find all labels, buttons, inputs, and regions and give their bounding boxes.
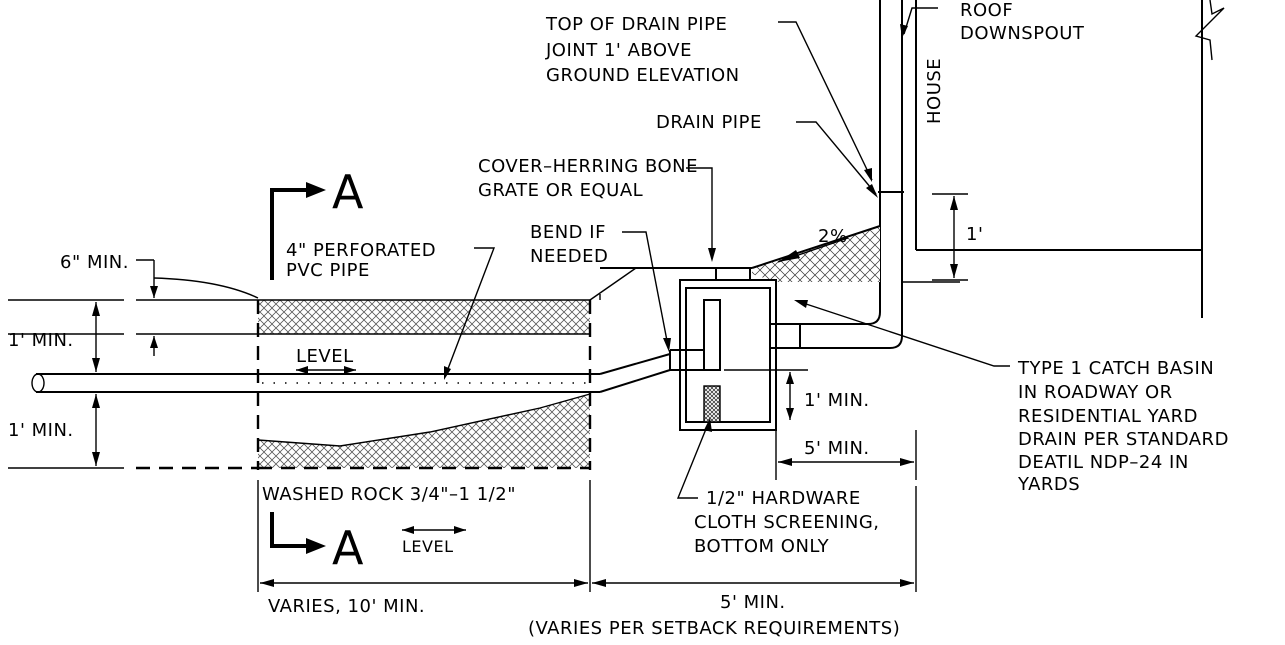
label-perforated-1: 4" PERFORATED [286,240,436,261]
leader-lines [444,7,1010,499]
label-catch-2: IN ROADWAY OR [1018,382,1173,403]
basin-dimension [724,369,917,480]
catch-basin [600,267,801,431]
label-five-min-basin: 5' MIN. [804,438,870,459]
label-cover-1: COVER–HERRING BONE [478,156,698,177]
label-roof-2: DOWNSPOUT [960,23,1085,44]
label-slope: 2% [818,226,848,247]
label-level-lower: LEVEL [402,537,454,556]
label-house: HOUSE [924,58,945,124]
label-basin-one-min: 1' MIN. [804,390,870,411]
label-bend-2: NEEDED [530,246,608,267]
label-one-min-upper: 1' MIN. [8,330,74,351]
label-catch-3: RESIDENTIAL YARD [1018,406,1198,427]
house [915,0,1225,318]
label-catch-5: DEATIL NDP–24 IN [1018,452,1189,473]
label-hardware-1: 1/2" HARDWARE [706,488,861,509]
section-markers [270,182,326,554]
bottom-dimensions [257,480,917,592]
label-top-of-pipe-3: GROUND ELEVATION [546,65,740,86]
label-roof-1: ROOF [960,0,1013,21]
trench [8,267,671,470]
level-arrows [296,366,466,534]
label-section-upper: A [332,165,364,219]
labels: TOP OF DRAIN PIPE JOINT 1' ABOVE GROUND … [8,0,1229,639]
label-catch-6: YARDS [1017,474,1080,495]
label-cover-2: GRATE OR EQUAL [478,180,643,201]
label-varies: VARIES, 10' MIN. [268,596,425,617]
label-catch-4: DRAIN PER STANDARD [1018,429,1229,450]
label-one-foot-house: 1' [966,224,983,245]
label-setback: (VARIES PER SETBACK REQUIREMENTS) [528,618,900,639]
label-top-of-pipe-1: TOP OF DRAIN PIPE [545,14,727,35]
ground-soil [751,225,960,283]
label-six-min: 6" MIN. [60,252,129,273]
label-bend-1: BEND IF [530,222,606,243]
left-dimensions [92,259,158,466]
house-dimension [932,193,968,281]
label-drain-pipe: DRAIN PIPE [656,112,762,133]
label-hardware-3: BOTTOM ONLY [694,536,830,557]
label-five-min-bottom: 5' MIN. [720,592,786,613]
roof-downspout [878,0,904,193]
label-washed-rock: WASHED ROCK 3/4"–1 1/2" [262,484,516,505]
label-one-min-lower: 1' MIN. [8,420,74,441]
label-hardware-2: CLOTH SCREENING, [694,512,880,533]
label-section-lower: A [332,521,364,575]
label-top-of-pipe-2: JOINT 1' ABOVE [545,40,692,61]
label-catch-1: TYPE 1 CATCH BASIN [1017,358,1214,379]
label-perforated-2: PVC PIPE [286,260,370,281]
label-level-upper: LEVEL [296,346,354,367]
